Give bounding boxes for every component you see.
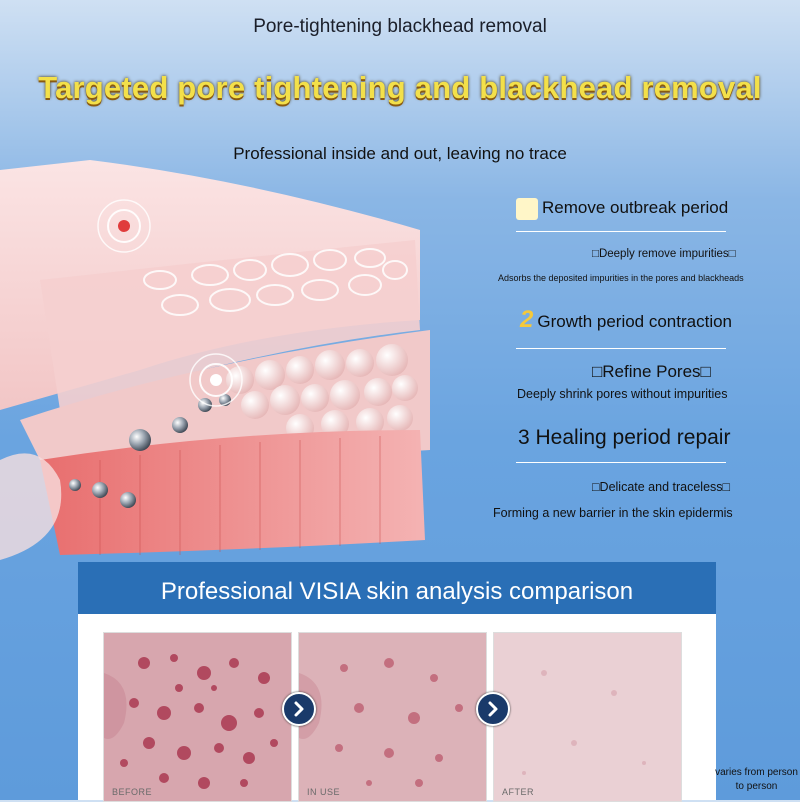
target-icon [96,198,152,259]
comparison-panel: Professional VISIA skin analysis compari… [78,562,716,802]
step-3-detail: Forming a new barrier in the skin epider… [493,506,733,520]
step-3-heading: □Delicate and traceless□ [592,480,731,494]
step-2-heading: □Refine Pores□ [592,362,711,381]
after-label: AFTER [502,787,535,797]
step-1-title: Remove outbreak period [516,198,728,220]
comparison-title: Professional VISIA skin analysis compari… [78,562,716,614]
page-headline: Targeted pore tightening and blackhead r… [38,70,762,105]
arrow-right-icon [282,692,316,726]
step-2-divider [516,348,726,349]
after-photo: AFTER [493,632,682,802]
step-2-detail: Deeply shrink pores without impurities [517,387,728,401]
step-3-divider [516,462,726,463]
step-1-badge [516,198,538,220]
skin-layer-illustration [0,160,440,570]
disclaimer-text: varies from person to person [715,767,798,792]
page-subtitle: Pore-tightening blackhead removal [253,16,547,37]
step-3-title: 3 Healing period repair [518,426,731,449]
before-photo: BEFORE [103,632,292,802]
step-2-number: 2 [520,306,534,333]
target-icon [188,352,244,413]
step-1-detail: Adsorbs the deposited impurities in the … [498,273,744,283]
in-use-photo: IN USE [298,632,487,802]
before-label: BEFORE [112,787,153,797]
step-1-heading: □Deeply remove impurities□ [592,248,736,260]
page-tagline: Professional inside and out, leaving no … [233,144,567,163]
step-1-divider [516,231,726,232]
in-use-label: IN USE [307,787,341,797]
arrow-right-icon [476,692,510,726]
